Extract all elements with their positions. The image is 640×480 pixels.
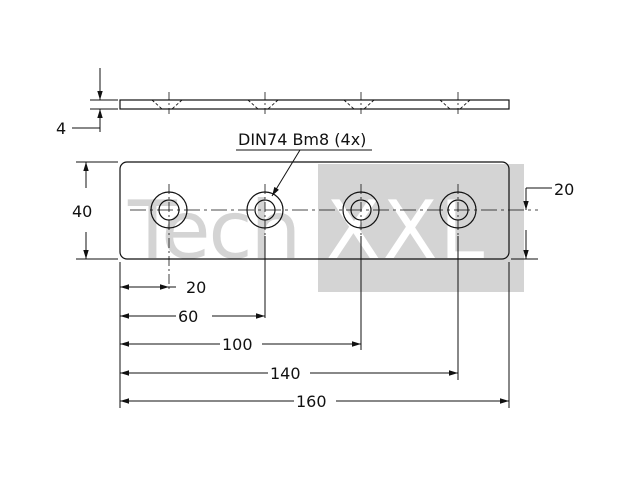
side-view-outline	[119, 99, 510, 110]
dim-label-60: 60	[178, 307, 198, 326]
center-height-label: 20	[554, 180, 574, 199]
thickness-dimension	[72, 68, 118, 132]
hole-callout-leader	[236, 149, 372, 197]
watermark-box	[318, 164, 524, 292]
dim-label-100: 100	[222, 335, 253, 354]
side-view	[119, 92, 510, 114]
watermark-xxl: XXL	[326, 184, 486, 277]
dim-label-160: 160	[296, 392, 327, 411]
side-view-centerlines	[168, 92, 459, 114]
height-label: 40	[72, 202, 92, 221]
height-dimension	[76, 161, 118, 260]
hole-callout-text: DIN74 Bm8 (4x)	[238, 130, 366, 149]
center-height-dimension	[511, 187, 552, 260]
watermark-logo: Tech XXL	[127, 164, 524, 292]
plate-outline	[119, 161, 510, 260]
thickness-label: 4	[56, 119, 66, 138]
dim-label-140: 140	[270, 364, 301, 383]
hole-4	[439, 184, 477, 236]
dim-label-20: 20	[186, 278, 206, 297]
top-view	[119, 161, 538, 290]
hole-3	[342, 184, 380, 236]
watermark-tech: Tech	[127, 184, 299, 277]
hole-1	[150, 184, 188, 290]
side-view-countersinks	[151, 99, 471, 110]
hole-2	[246, 184, 284, 236]
